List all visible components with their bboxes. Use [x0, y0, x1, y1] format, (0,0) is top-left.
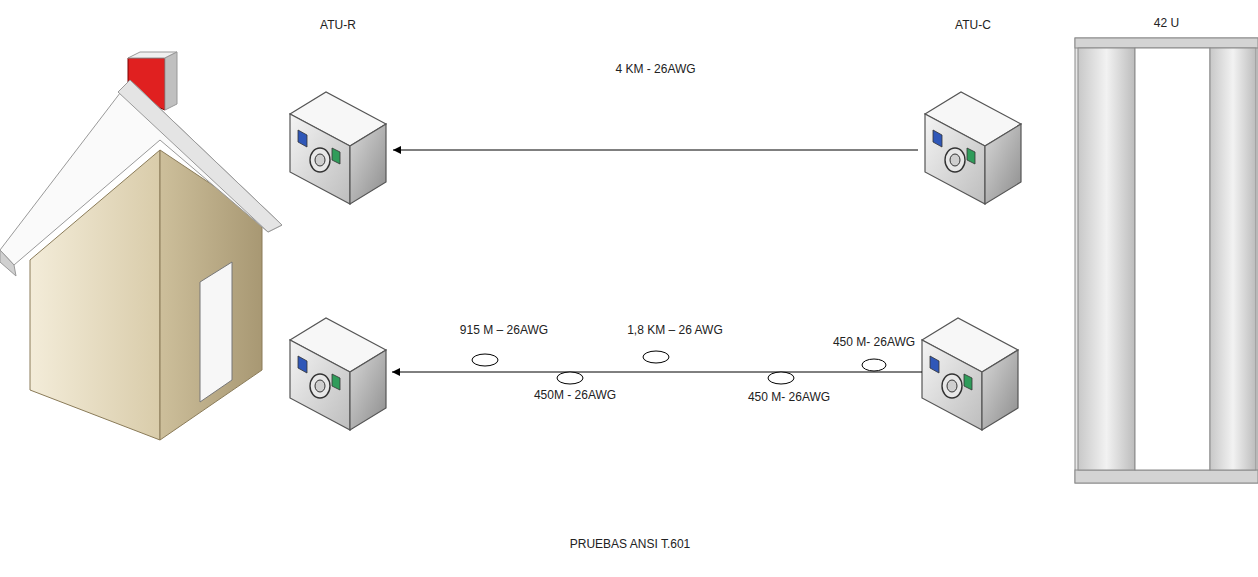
modem-node: ATU-R	[283, 18, 393, 210]
rack-node: 42 U	[1075, 16, 1258, 483]
rack	[1075, 38, 1258, 483]
house	[0, 52, 282, 440]
atu-r-device	[290, 318, 386, 430]
loop-line	[392, 372, 922, 373]
modem-node: ATU-C	[918, 18, 1028, 210]
signal-line	[393, 150, 918, 151]
node-label: 42 U	[1075, 16, 1258, 30]
caption: PRUEBAS ANSI T.601	[568, 537, 693, 551]
cable-length: 450 M- 26AWG	[831, 335, 917, 349]
cable-coil	[472, 351, 886, 384]
node-label: ATU-C	[918, 18, 1028, 32]
cable-length: 915 M – 26AWG	[458, 323, 550, 337]
atu-r-device	[290, 92, 386, 204]
atu-c-device	[925, 92, 1021, 204]
node-label: ATU-R	[283, 18, 393, 32]
edge-label: 4 KM - 26AWG	[613, 62, 697, 76]
cable-length: 1,8 KM – 26 AWG	[625, 323, 725, 337]
cable-length: 450M - 26AWG	[532, 388, 618, 402]
atu-c-device	[922, 318, 1018, 430]
cable-length: 450 M- 26AWG	[746, 390, 832, 404]
